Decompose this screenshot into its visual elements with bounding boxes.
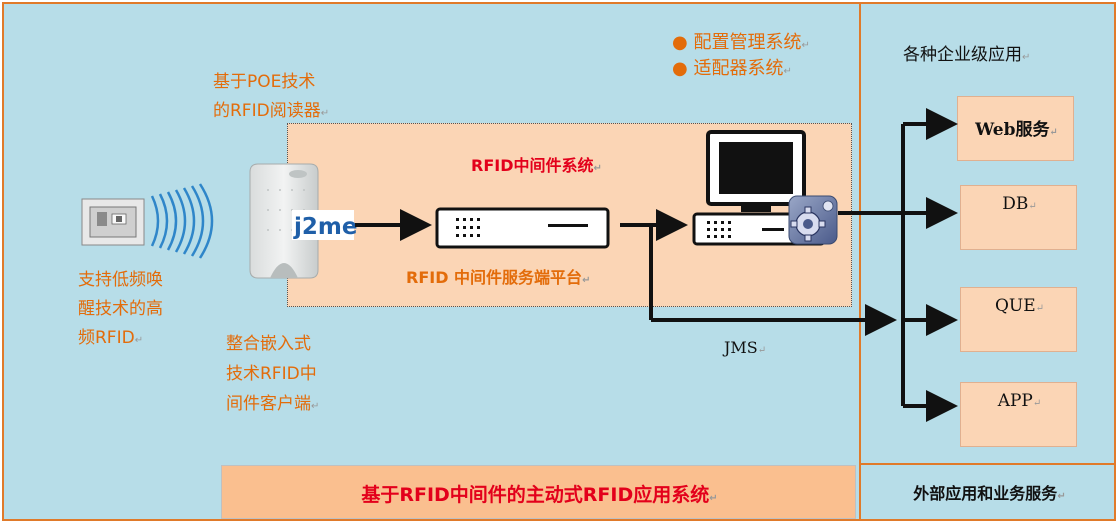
server-connectors — [620, 209, 897, 336]
vertical-divider — [859, 2, 861, 521]
app-box-web: Web服务↵ — [957, 96, 1074, 161]
app-label-db: DB↵ — [1002, 194, 1037, 214]
wireless-waves-icon — [150, 183, 214, 259]
admin-workstation-icon — [692, 130, 826, 246]
external-divider — [861, 463, 1116, 465]
svg-text:j2me: j2me — [293, 214, 357, 240]
system-title: 基于RFID中间件的主动式RFID应用系统↵ — [361, 484, 718, 506]
jms-label: JMS↵ — [724, 338, 767, 357]
app-label-que: QUE↵ — [994, 296, 1045, 316]
middleware-system-label: RFID中间件系统↵ — [471, 156, 602, 175]
app-box-que: QUE↵ — [960, 287, 1077, 352]
bullet-adapter: ● 适配器系统↵ — [672, 58, 792, 79]
app-box-db: DB↵ — [960, 185, 1077, 250]
tag-label-line1: 支持低频唤 — [78, 270, 163, 290]
app-label-app: APP↵ — [997, 391, 1042, 411]
poe-reader-label-line1: 基于POE技术 — [213, 72, 316, 92]
tag-label-line3: 频RFID↵ — [78, 328, 144, 348]
rfid-reader-icon — [249, 163, 319, 279]
app-box-app: APP↵ — [960, 382, 1077, 447]
middleware-server-icon — [435, 207, 610, 249]
j2me-logo: j2me — [292, 210, 357, 240]
client-label-line3: 间件客户端↵ — [226, 394, 320, 414]
bottom-title-band: 基于RFID中间件的主动式RFID应用系统↵ — [221, 465, 856, 519]
server-platform-label: RFID 中间件服务端平台↵ — [406, 268, 591, 287]
poe-reader-label-line2: 的RFID阅读器↵ — [213, 101, 330, 121]
rfid-tag-icon — [81, 198, 145, 246]
external-services-title: 外部应用和业务服务↵ — [913, 484, 1066, 503]
bullet-config: ● 配置管理系统↵ — [672, 32, 810, 53]
bullet-config-label: 配置管理系统 — [693, 32, 802, 53]
tag-label-line2: 醒技术的高 — [78, 299, 163, 319]
enterprise-apps-title: 各种企业级应用↵ — [903, 45, 1031, 65]
app-label-web: Web服务↵ — [975, 120, 1058, 140]
app-distribution-bus — [838, 108, 958, 422]
bullet-adapter-label: 适配器系统 — [693, 58, 784, 79]
client-label-line2: 技术RFID中 — [226, 364, 317, 384]
client-label-line1: 整合嵌入式 — [226, 334, 311, 354]
gear-icon — [788, 195, 838, 245]
